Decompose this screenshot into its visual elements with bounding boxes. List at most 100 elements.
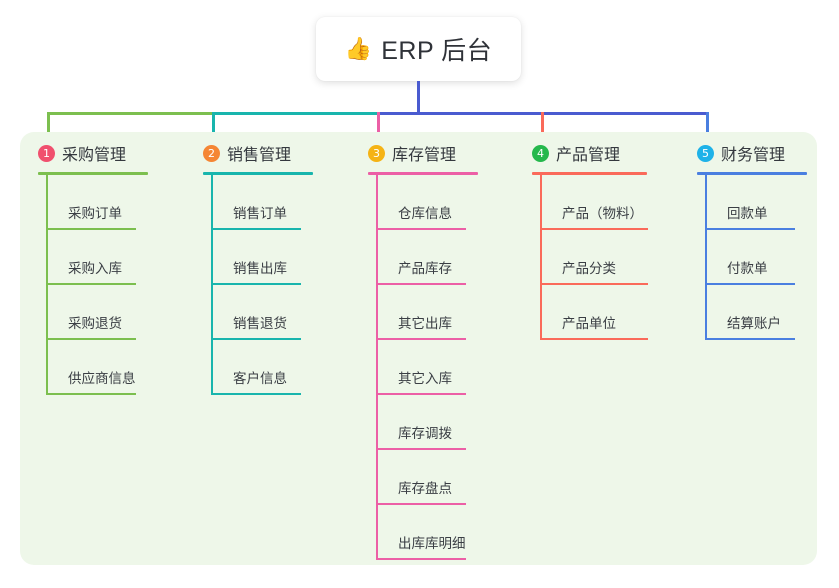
tree-item-rule: [376, 503, 466, 505]
tree-item-rule: [376, 228, 466, 230]
tree-item-rule: [705, 283, 795, 285]
column-header-4[interactable]: 4 产品管理: [532, 141, 647, 165]
column-title: 销售管理: [227, 147, 292, 164]
tree-item-label: 产品分类: [562, 261, 616, 276]
thumbs-up-icon: 👍: [344, 36, 373, 61]
tree-item-rule: [705, 338, 795, 340]
tree-item-label: 供应商信息: [68, 371, 136, 386]
tree-item-label: 产品（物料）: [562, 206, 643, 221]
tree-item-label: 结算账户: [727, 316, 781, 331]
tree-item[interactable]: 客户信息: [211, 340, 313, 395]
column-spine: [376, 175, 378, 560]
column-header-3[interactable]: 3 库存管理: [368, 141, 478, 165]
column-title: 采购管理: [62, 147, 127, 164]
column-产品管理: 4 产品管理产品（物料） 产品分类产品单位: [532, 141, 648, 340]
trunk-connector: [417, 81, 420, 115]
tree-item-rule: [211, 283, 301, 285]
tree-item[interactable]: 采购退货: [46, 285, 148, 340]
column-header-rule: [697, 172, 807, 175]
tree-item[interactable]: 采购订单: [46, 175, 148, 230]
column-header-1[interactable]: 1 采购管理: [38, 141, 148, 165]
root-title-card[interactable]: 👍 ERP 后台: [316, 17, 521, 81]
column-采购管理: 1 采购管理采购订单采购入库采购退货供应商信息: [38, 141, 148, 395]
tree-item[interactable]: 其它入库: [376, 340, 478, 395]
page-title: ERP 后台: [381, 37, 493, 65]
tree-item-label: 产品库存: [398, 261, 452, 276]
bus-segment-1: [47, 112, 215, 115]
column-number-badge: 3: [368, 144, 385, 162]
tree-item-label: 采购入库: [68, 261, 122, 276]
branch-drop-4: [541, 112, 544, 145]
tree-item[interactable]: 产品单位: [540, 285, 648, 340]
tree-item[interactable]: 销售出库: [211, 230, 313, 285]
column-库存管理: 3 库存管理仓库信息产品库存其它出库其它入库库存调拨库存盘点出库库明细: [368, 141, 478, 560]
bus-segment-2: [212, 112, 380, 115]
tree-item-label: 其它出库: [398, 316, 452, 331]
tree-item-label: 其它入库: [398, 371, 452, 386]
column-tree: 产品（物料） 产品分类产品单位: [540, 175, 648, 340]
tree-item[interactable]: 产品库存: [376, 230, 478, 285]
tree-item[interactable]: 结算账户: [705, 285, 807, 340]
column-header-rule: [368, 172, 478, 175]
tree-item-rule: [211, 228, 301, 230]
column-number-badge: 1: [38, 144, 55, 162]
diagram-panel: [20, 132, 817, 565]
branch-drop-5: [706, 112, 709, 145]
tree-item-rule: [376, 283, 466, 285]
tree-item-rule: [46, 338, 136, 340]
bus-segment-3: [377, 112, 544, 115]
tree-item-label: 回款单: [727, 206, 768, 221]
tree-item[interactable]: 出库库明细: [376, 505, 478, 560]
tree-item-label: 销售出库: [233, 261, 287, 276]
tree-item[interactable]: 回款单: [705, 175, 807, 230]
bus-segment-4: [541, 112, 709, 115]
column-header-rule: [532, 172, 647, 175]
tree-item[interactable]: 付款单: [705, 230, 807, 285]
tree-item-rule: [376, 558, 466, 560]
branch-drop-1: [47, 112, 50, 145]
tree-item[interactable]: 销售订单: [211, 175, 313, 230]
tree-item[interactable]: 库存调拨: [376, 395, 478, 450]
tree-item-rule: [705, 228, 795, 230]
column-title: 产品管理: [556, 147, 621, 164]
column-number-badge: 5: [697, 144, 714, 162]
column-title: 库存管理: [392, 147, 457, 164]
tree-item[interactable]: 库存盘点: [376, 450, 478, 505]
tree-item-rule: [540, 338, 648, 340]
tree-item-label: 销售退货: [233, 316, 287, 331]
column-tree: 采购订单采购入库采购退货供应商信息: [46, 175, 148, 395]
column-tree: 销售订单销售出库销售退货客户信息: [211, 175, 313, 395]
tree-item-label: 销售订单: [233, 206, 287, 221]
column-spine: [540, 175, 542, 340]
column-header-rule: [203, 172, 313, 175]
column-header-2[interactable]: 2 销售管理: [203, 141, 313, 165]
tree-item[interactable]: 其它出库: [376, 285, 478, 340]
column-number-badge: 2: [203, 144, 220, 162]
column-销售管理: 2 销售管理销售订单销售出库销售退货客户信息: [203, 141, 313, 395]
tree-item-rule: [46, 228, 136, 230]
tree-item[interactable]: 仓库信息: [376, 175, 478, 230]
tree-item-rule: [376, 448, 466, 450]
column-tree: 仓库信息产品库存其它出库其它入库库存调拨库存盘点出库库明细: [376, 175, 478, 560]
tree-item-label: 库存调拨: [398, 426, 452, 441]
column-spine: [46, 175, 48, 395]
tree-item[interactable]: 采购入库: [46, 230, 148, 285]
branch-drop-2: [212, 112, 215, 145]
column-number-badge: 4: [532, 144, 549, 162]
tree-item-rule: [540, 228, 648, 230]
tree-item[interactable]: 销售退货: [211, 285, 313, 340]
tree-item-label: 采购订单: [68, 206, 122, 221]
column-spine: [705, 175, 707, 340]
tree-item-rule: [46, 393, 136, 395]
tree-item-label: 出库库明细: [398, 536, 466, 551]
tree-item-label: 库存盘点: [398, 481, 452, 496]
tree-item[interactable]: 产品（物料）: [540, 175, 648, 230]
tree-item-label: 客户信息: [233, 371, 287, 386]
tree-item-label: 仓库信息: [398, 206, 452, 221]
column-tree: 回款单付款单结算账户: [705, 175, 807, 340]
tree-item[interactable]: 供应商信息: [46, 340, 148, 395]
tree-item[interactable]: 产品分类: [540, 230, 648, 285]
column-header-rule: [38, 172, 148, 175]
